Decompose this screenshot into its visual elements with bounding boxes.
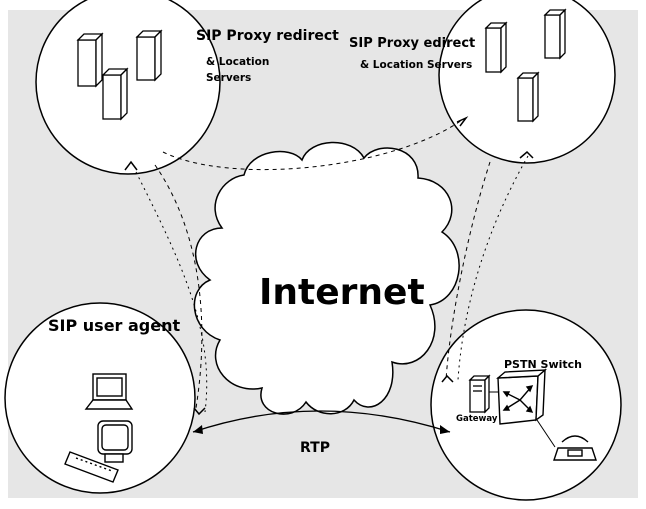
gateway-label: Gateway (456, 414, 498, 424)
proxy-left-subtitle: Servers (206, 72, 252, 84)
desktop-icon (97, 420, 133, 463)
connector-marker (456, 116, 469, 127)
rtp-media-path (192, 410, 451, 433)
rtp-arrowhead-left (193, 425, 203, 434)
connector-marker (124, 160, 138, 171)
server-icon (543, 8, 567, 60)
switch-phone-link (536, 419, 556, 448)
signal-left-proxy-down-2 (135, 171, 208, 413)
server-icon (484, 21, 508, 74)
pstn-switch-label: PSTN Switch (504, 358, 582, 371)
proxy-right-subtitle: & Location Servers (360, 59, 473, 71)
pstn-switch-icon (495, 368, 548, 425)
server-icon (101, 67, 129, 121)
signal-left-to-right-proxy (162, 119, 463, 170)
proxy-right-title: SIP Proxy edirect (349, 36, 476, 51)
internet-label: Internet (259, 272, 425, 313)
connector-marker (519, 150, 534, 159)
connector-marker (441, 374, 454, 383)
gateway-icon (468, 374, 491, 414)
telephone-icon (553, 435, 597, 461)
internet-cloud (193, 141, 460, 415)
signal-right-proxy-down (445, 161, 491, 381)
laptop-icon (84, 373, 134, 410)
proxy-left-title: SIP Proxy redirect (196, 28, 339, 44)
connector-marker (193, 407, 206, 416)
user-agent-label: SIP user agent (48, 316, 181, 335)
signal-left-proxy-down (154, 164, 203, 409)
server-icon (135, 29, 163, 82)
rtp-arrowhead-right (440, 425, 450, 434)
rtp-label: RTP (300, 440, 330, 456)
proxy-left-subtitle: & Location (206, 56, 270, 68)
keyboard-icon (64, 451, 119, 483)
proxy-left-circle (35, 0, 221, 175)
server-icon (76, 32, 104, 88)
server-icon (516, 71, 540, 123)
